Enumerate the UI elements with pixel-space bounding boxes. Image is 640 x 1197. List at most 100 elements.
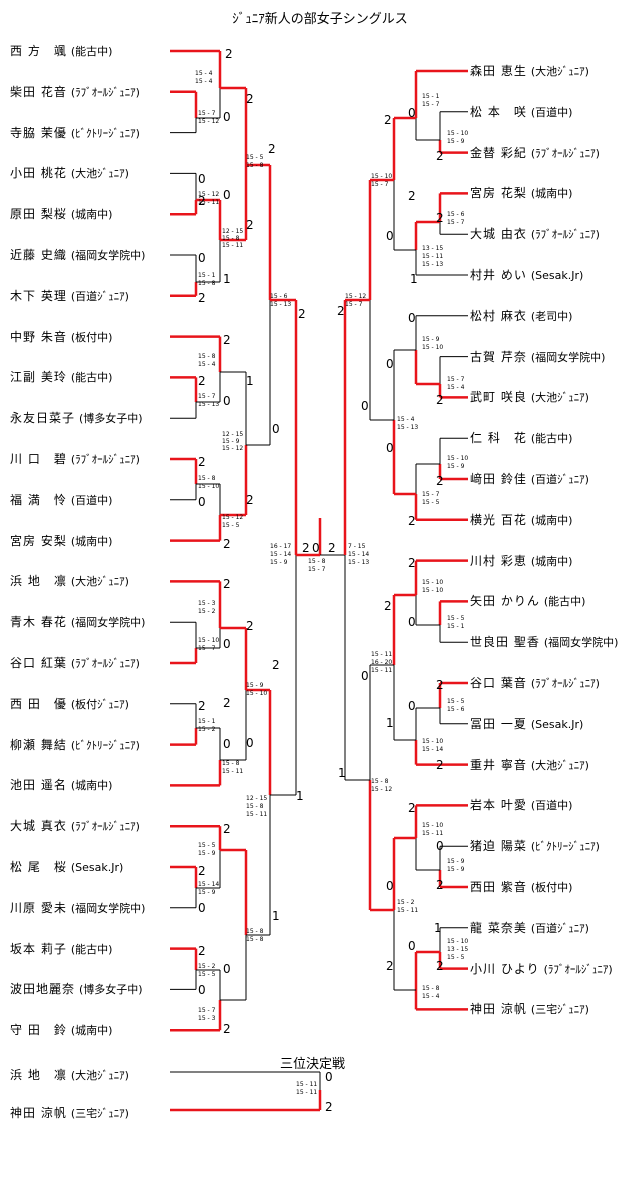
set-score: 0 [272, 422, 280, 436]
game-score: 15 - 7 [371, 181, 389, 188]
player-club: (城南中) [70, 779, 113, 793]
game-score: 15 - 4 [198, 361, 216, 368]
game-score: 13 - 15 [447, 946, 468, 953]
set-score: 2 [325, 1100, 333, 1114]
set-score: 2 [246, 92, 254, 106]
player-entry: 青木 春花(福岡女学院中) [10, 615, 145, 630]
game-score: 15 - 10 [371, 173, 392, 180]
game-score: 15 - 1 [198, 718, 216, 725]
game-score: 15 - 9 [198, 850, 216, 857]
player-name: 金替 彩紀 [470, 145, 527, 160]
set-score: 2 [225, 47, 233, 61]
player-name: 谷口 葉音 [470, 676, 527, 690]
player-name: 神田 涼帆 [10, 1106, 67, 1120]
set-score: 2 [436, 959, 444, 973]
player-entry: 松村 麻衣(老司中) [470, 309, 572, 324]
set-score: 0 [223, 188, 231, 202]
player-name: 波田地麗奈 [10, 982, 76, 997]
game-score: 15 - 13 [397, 424, 418, 431]
player-entry: 木下 英理(百道ｼﾞｭﾆｱ) [10, 289, 129, 304]
player-name: 仁 科 花 [470, 431, 527, 446]
player-name: 矢田 かりん [470, 594, 540, 609]
game-score: 15 - 1 [198, 272, 216, 279]
set-score: 2 [223, 577, 231, 591]
player-entry: 浜 地 凛(大池ｼﾞｭﾆｱ) [10, 574, 129, 589]
game-score: 15 - 2 [198, 608, 216, 615]
game-score: 15 - 9 [246, 682, 264, 689]
player-entry: 西 方 颯(能古中) [10, 44, 112, 59]
game-score: 15 - 9 [447, 138, 465, 145]
player-name: 松村 麻衣 [470, 308, 527, 323]
player-name: 坂本 莉子 [10, 941, 67, 956]
player-club: (Sesak.Jr) [530, 269, 584, 282]
game-score: 15 - 8 [246, 803, 264, 810]
set-score: 0 [198, 901, 206, 915]
player-entry: 谷口 紅葉(ﾗﾌﾞｵｰﾙｼﾞｭﾆｱ) [10, 656, 140, 671]
game-score: 15 - 4 [447, 384, 465, 391]
player-entry: 松 本 咲(百道中) [470, 105, 572, 120]
set-score: 2 [384, 113, 392, 127]
player-entry: 大城 真衣(ﾗﾌﾞｵｰﾙｼﾞｭﾆｱ) [10, 819, 140, 834]
game-score: 15 - 13 [422, 261, 443, 268]
game-score: 15 - 8 [308, 558, 326, 565]
player-entry: 柴田 花音(ﾗﾌﾞｵｰﾙｼﾞｭﾆｱ) [10, 85, 140, 100]
player-entry: 原田 梨桜(城南中) [10, 207, 112, 222]
set-score: 0 [312, 541, 320, 555]
player-name: 宮房 安梨 [10, 533, 67, 548]
player-entry: 西田 紫音(板付中) [470, 880, 572, 895]
game-score: 15 - 12 [345, 293, 366, 300]
game-score: 15 - 8 [246, 928, 264, 935]
game-score: 15 - 9 [222, 438, 240, 445]
game-score: 15 - 7 [198, 1007, 216, 1014]
game-score: 15 - 14 [348, 551, 369, 558]
player-club: (城南中) [530, 187, 573, 201]
set-score: 1 [410, 272, 418, 286]
game-score: 15 - 3 [198, 600, 216, 607]
game-score: 15 - 11 [222, 242, 243, 249]
player-club: (大池ｼﾞｭﾆｱ) [70, 1069, 129, 1082]
player-club: (百道ｼﾞｭﾆｱ) [530, 473, 589, 486]
set-score: 2 [328, 541, 336, 555]
player-club: (能古中) [70, 45, 113, 58]
player-entry: 近藤 史織(福岡女学院中) [10, 248, 145, 263]
player-club: (ﾗﾌﾞｵｰﾙｼﾞｭﾆｱ) [70, 820, 140, 834]
player-club: (能古中) [530, 432, 573, 446]
game-score: 15 - 10 [198, 483, 219, 490]
game-score: 15 - 11 [296, 1081, 317, 1088]
player-entry: 神田 涼帆(三宅ｼﾞｭﾆｱ) [470, 1002, 589, 1017]
game-score: 15 - 13 [270, 301, 291, 308]
set-score: 2 [223, 333, 231, 347]
player-club: (板付中) [530, 881, 573, 894]
player-name: 守 田 鈴 [10, 1023, 67, 1038]
player-name: 浜 地 凛 [10, 1068, 67, 1082]
game-score: 15 - 7 [345, 301, 363, 308]
set-score: 2 [198, 944, 206, 958]
player-entry: 冨田 一夏(Sesak.Jr) [470, 717, 583, 732]
game-score: 15 - 8 [246, 162, 264, 169]
game-score: 15 - 4 [422, 993, 440, 1000]
player-club: (城南中) [530, 513, 573, 527]
player-entry: 西 田 優(板付ｼﾞｭﾆｱ) [10, 697, 129, 712]
set-score: 2 [198, 699, 206, 713]
player-club: (城南中) [70, 534, 113, 548]
set-score: 0 [223, 394, 231, 408]
set-score: 0 [325, 1070, 333, 1084]
set-score: 0 [408, 311, 416, 325]
player-name: 谷口 紅葉 [10, 656, 67, 670]
game-score: 15 - 11 [246, 811, 267, 818]
game-score: 15 - 2 [198, 726, 216, 733]
set-score: 2 [198, 194, 206, 208]
game-score: 15 - 11 [198, 199, 219, 206]
game-score: 15 - 6 [270, 293, 288, 300]
player-name: 武町 咲良 [470, 390, 527, 405]
player-entry: 小田 桃花(大池ｼﾞｭﾆｱ) [10, 166, 129, 181]
player-name: 龍 菜奈美 [470, 920, 527, 935]
set-score: 2 [223, 1022, 231, 1036]
set-score: 1 [338, 766, 346, 780]
game-score: 15 - 10 [447, 938, 468, 945]
game-score: 15 - 12 [198, 118, 219, 125]
set-score: 0 [361, 399, 369, 413]
player-club: (三宅ｼﾞｭﾆｱ) [530, 1003, 589, 1017]
game-score: 15 - 10 [422, 579, 443, 586]
player-club: (城南中) [70, 208, 113, 222]
